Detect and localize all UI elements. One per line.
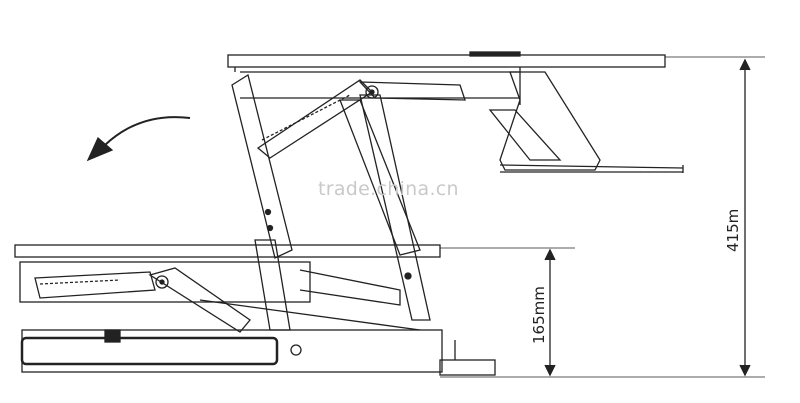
dimension-label-lowered: 165mm [530, 286, 548, 344]
curved-arrow-icon [86, 116, 191, 162]
lowered-desk-top [14, 244, 441, 333]
raised-desk-top [227, 51, 666, 105]
keyboard-tray [488, 71, 684, 173]
watermark: trade.china.cn [318, 178, 459, 200]
base [20, 329, 496, 376]
dimension-label-raised: 415m [724, 208, 742, 252]
dimension-415 [665, 56, 765, 377]
raised-lever-mechanism [256, 79, 466, 159]
dimension-165 [440, 247, 765, 378]
